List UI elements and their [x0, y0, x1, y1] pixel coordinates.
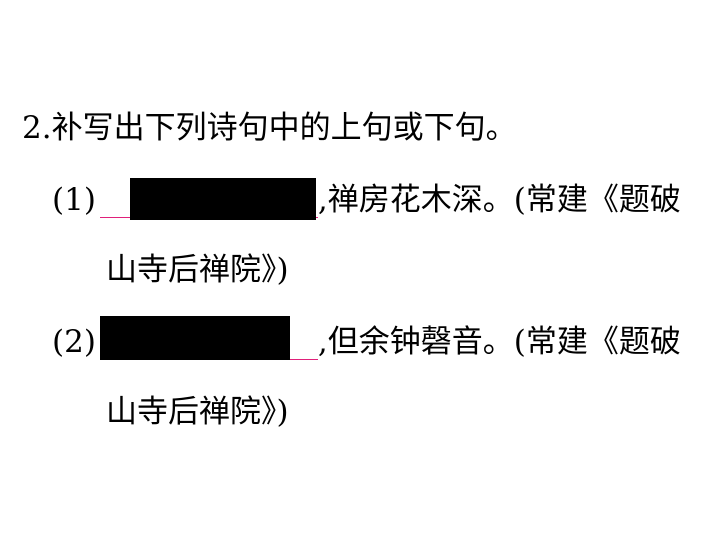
- item-1-answer-blank: [99, 178, 318, 220]
- item-2-continuation: 山寺后禅院》): [106, 394, 289, 430]
- item-2-answer-blank: [99, 316, 318, 362]
- item-1-continuation: 山寺后禅院》): [106, 252, 289, 288]
- item-1: (1) ,禅房花木深。(常建《题破: [52, 178, 681, 220]
- item-1-text: ,禅房花木深。(常建《题破: [317, 182, 681, 218]
- item-2-text: ,但余钟磬音。(常建《题破: [317, 324, 681, 360]
- item-2-label: (2): [52, 324, 96, 360]
- question-prompt: 补写出下列诗句中的上句或下句。: [51, 110, 517, 146]
- item-2: (2) ,但余钟磬音。(常建《题破: [52, 316, 681, 362]
- item-1-label: (1): [52, 182, 96, 218]
- item-1-redaction-box: [129, 178, 316, 220]
- question-title: 2.补写出下列诗句中的上句或下句。: [22, 108, 517, 148]
- question-number: 2.: [22, 110, 52, 146]
- item-2-redaction-box: [99, 316, 290, 360]
